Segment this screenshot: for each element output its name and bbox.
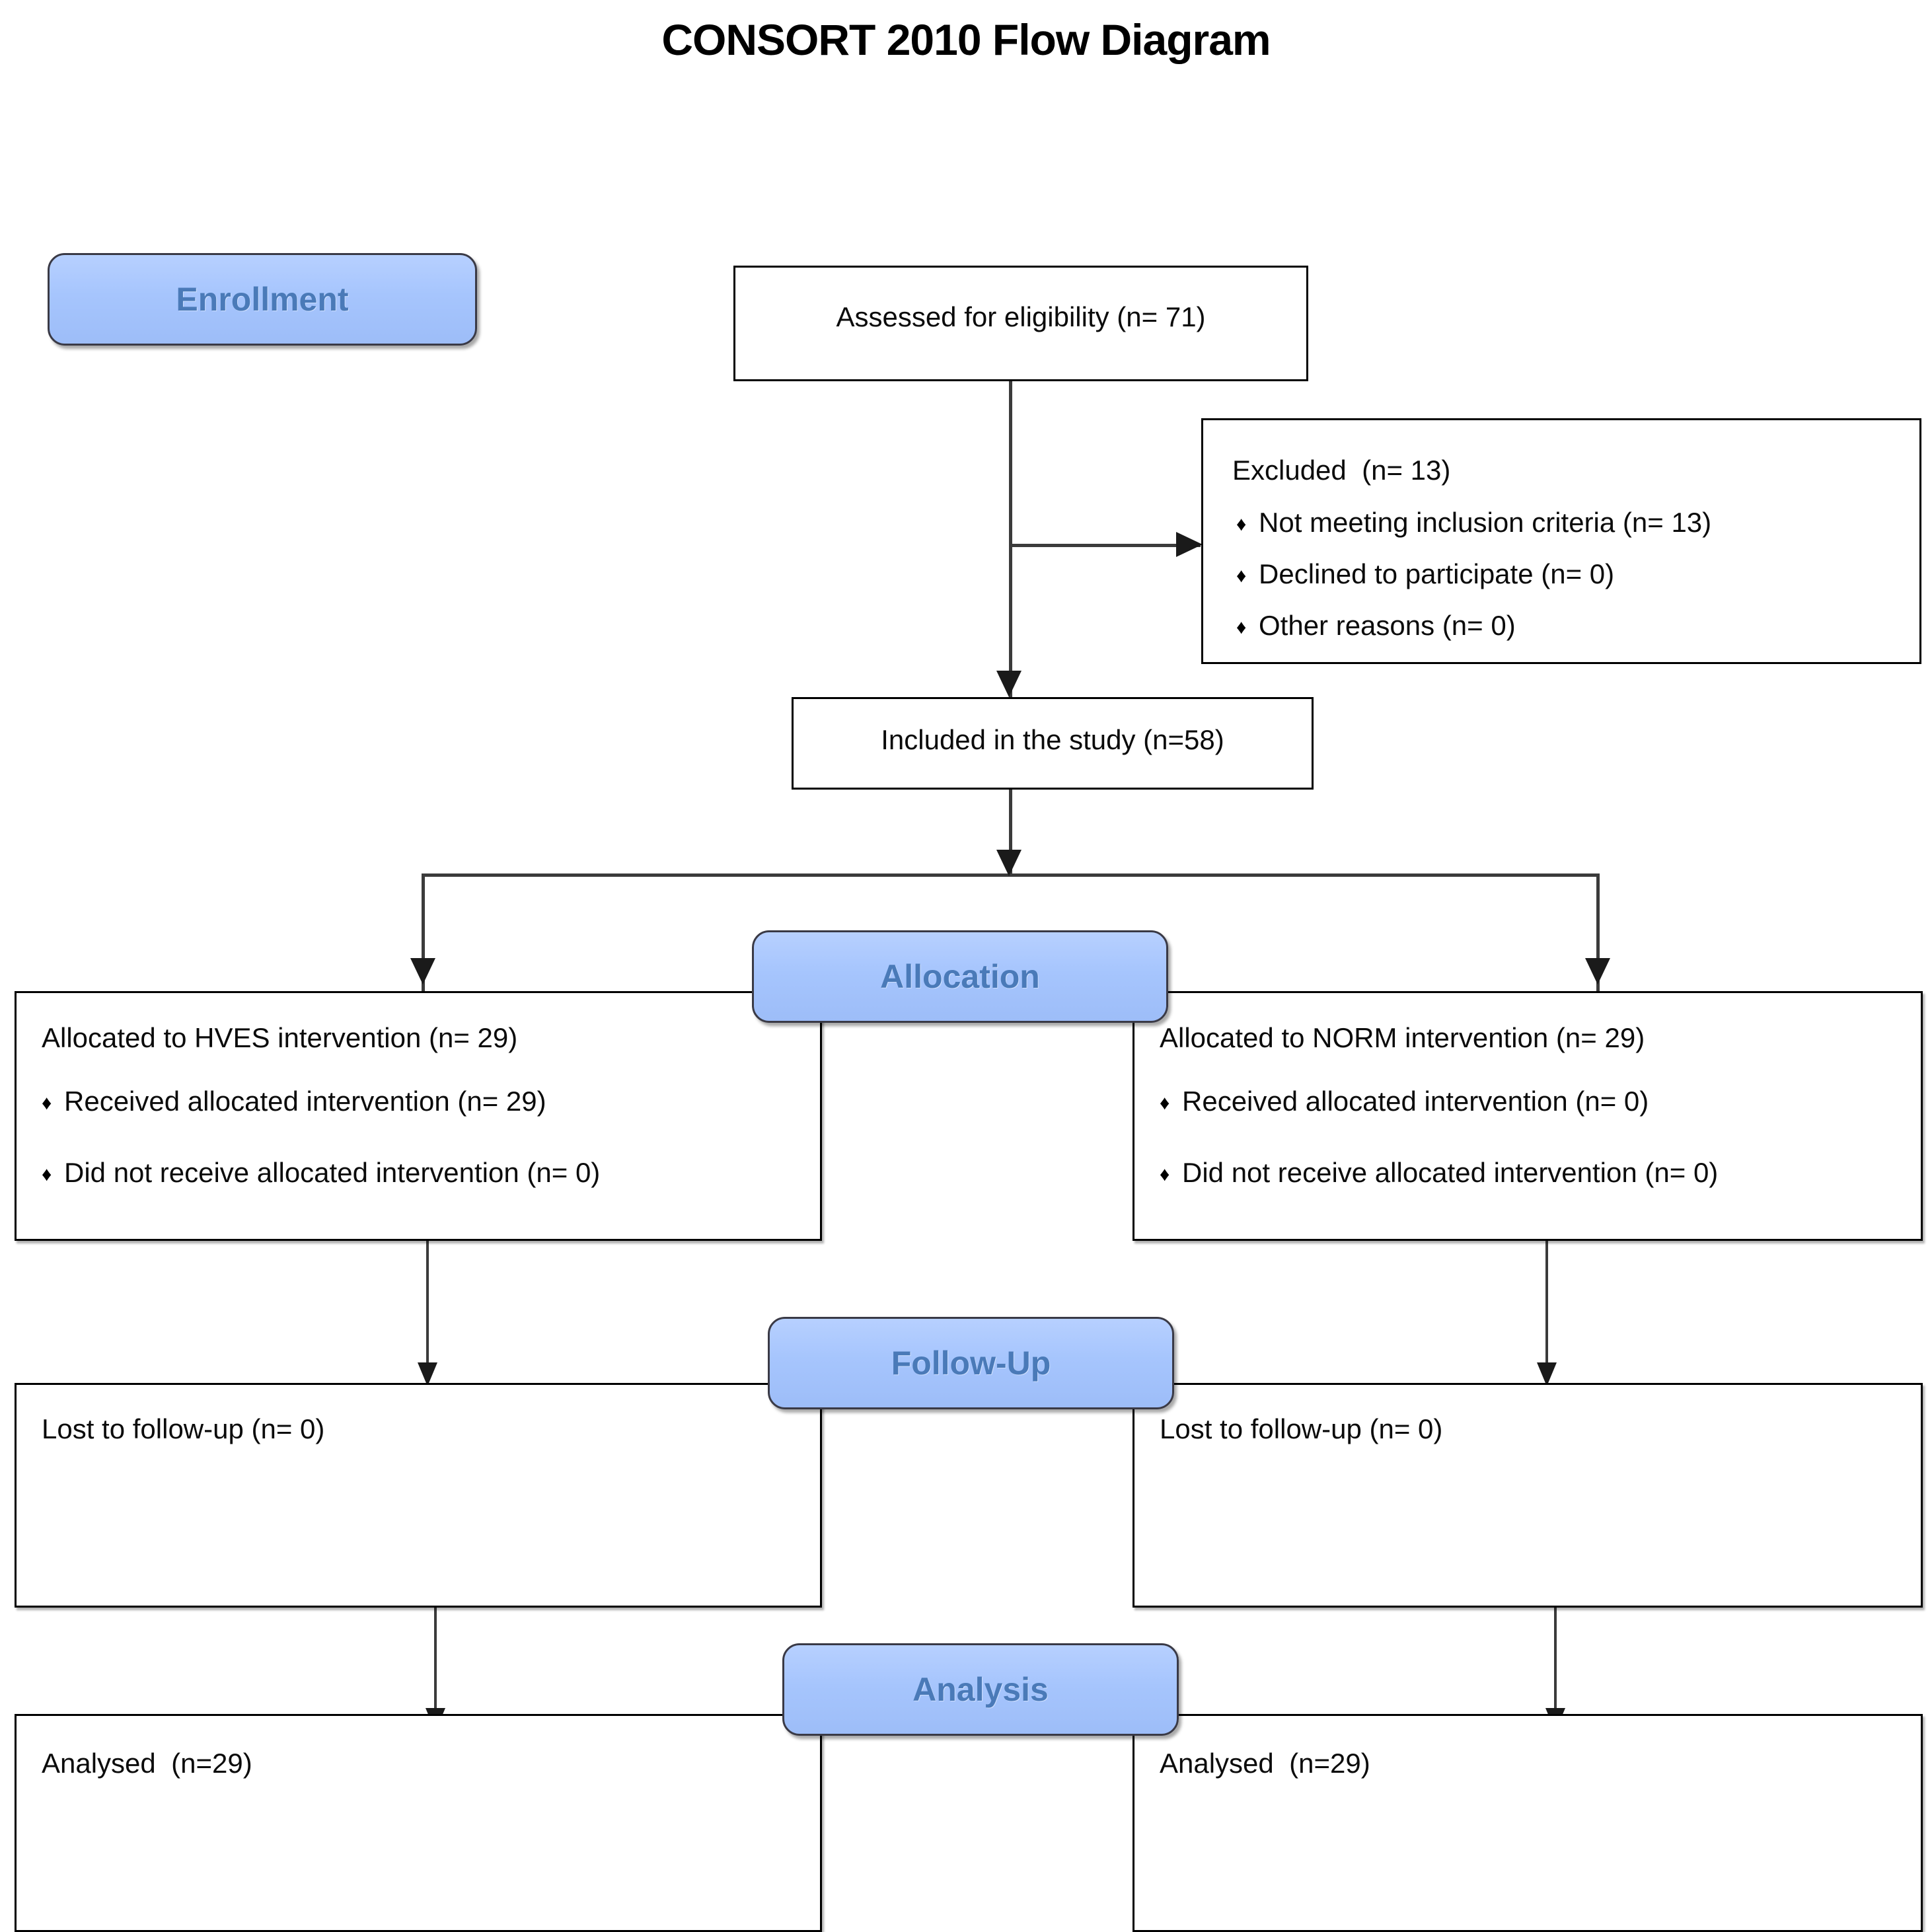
- connector-norm-followup-to-analysis: [1554, 1608, 1557, 1733]
- diamond-bullet-icon: ♦: [42, 1092, 52, 1114]
- diamond-bullet-icon: ♦: [1236, 616, 1247, 638]
- arrowhead-included-to-split: [996, 850, 1022, 876]
- stage-badge-followup: Follow-Up: [768, 1317, 1174, 1409]
- node-followup-norm: Lost to follow-up (n= 0): [1133, 1383, 1923, 1608]
- list-item: ♦ Not meeting inclusion criteria (n= 13): [1236, 507, 1711, 539]
- node-excluded: Excluded (n= 13) ♦ Not meeting inclusion…: [1201, 418, 1921, 664]
- list-item-label: Did not receive allocated intervention (…: [64, 1157, 601, 1188]
- list-item-label: Other reasons (n= 0): [1259, 610, 1516, 641]
- list-item: ♦ Received allocated intervention (n= 29…: [42, 1086, 600, 1117]
- stage-badge-enrollment: Enrollment: [48, 253, 477, 346]
- diamond-bullet-icon: ♦: [1160, 1164, 1170, 1185]
- arrowhead-to-excluded: [1176, 532, 1203, 557]
- node-allocated-norm-list: ♦ Received allocated intervention (n= 0)…: [1160, 1086, 1718, 1189]
- diamond-bullet-icon: ♦: [1160, 1092, 1170, 1114]
- node-followup-hves: Lost to follow-up (n= 0): [15, 1383, 822, 1608]
- node-analysed-hves: Analysed (n=29): [15, 1714, 822, 1932]
- stage-badge-allocation: Allocation: [752, 930, 1168, 1023]
- connector-to-excluded: [1009, 544, 1201, 547]
- node-analysed-norm-text: Analysed (n=29): [1160, 1748, 1370, 1779]
- connector-assessed-to-included: [1009, 381, 1012, 697]
- node-analysed-norm: Analysed (n=29): [1133, 1714, 1923, 1932]
- connector-hves-alloc-to-followup: [426, 1241, 429, 1386]
- list-item-label: Did not receive allocated intervention (…: [1182, 1157, 1719, 1188]
- stage-badge-followup-label: Follow-Up: [891, 1345, 1051, 1382]
- list-item: ♦ Declined to participate (n= 0): [1236, 558, 1711, 590]
- arrowhead-assessed-to-included: [996, 671, 1022, 697]
- node-included-text: Included in the study (n=58): [881, 724, 1224, 755]
- node-analysed-hves-text: Analysed (n=29): [42, 1748, 252, 1779]
- list-item-label: Declined to participate (n= 0): [1259, 558, 1615, 589]
- arrowhead-split-right: [1585, 958, 1610, 985]
- diamond-bullet-icon: ♦: [1236, 513, 1247, 535]
- stage-badge-analysis: Analysis: [782, 1643, 1179, 1736]
- arrowhead-split-left: [410, 958, 435, 985]
- list-item: ♦ Did not receive allocated intervention…: [1160, 1157, 1718, 1189]
- node-allocated-hves-list: ♦ Received allocated intervention (n= 29…: [42, 1086, 600, 1189]
- list-item-label: Not meeting inclusion criteria (n= 13): [1259, 507, 1712, 538]
- node-excluded-list: ♦ Not meeting inclusion criteria (n= 13)…: [1236, 507, 1711, 642]
- connector-included-to-split: [1009, 790, 1012, 877]
- arrowhead-norm-alloc-to-followup: [1537, 1362, 1557, 1386]
- connector-hves-followup-to-analysis: [434, 1608, 437, 1733]
- node-included-in-study: Included in the study (n=58): [792, 697, 1314, 790]
- node-followup-hves-text: Lost to follow-up (n= 0): [42, 1413, 325, 1444]
- list-item-label: Received allocated intervention (n= 29): [64, 1086, 546, 1117]
- connector-split-right: [1596, 873, 1600, 996]
- page-title: CONSORT 2010 Flow Diagram: [661, 15, 1271, 64]
- list-item: ♦ Did not receive allocated intervention…: [42, 1157, 600, 1189]
- node-allocated-hves-heading: Allocated to HVES intervention (n= 29): [42, 1022, 518, 1053]
- stage-badge-allocation-label: Allocation: [880, 958, 1040, 995]
- node-allocated-norm-heading: Allocated to NORM intervention (n= 29): [1160, 1022, 1645, 1053]
- list-item-label: Received allocated intervention (n= 0): [1182, 1086, 1649, 1117]
- node-allocated-hves: Allocated to HVES intervention (n= 29) ♦…: [15, 991, 822, 1241]
- node-excluded-heading: Excluded (n= 13): [1232, 455, 1451, 486]
- stage-badge-enrollment-label: Enrollment: [176, 281, 349, 318]
- node-followup-norm-text: Lost to follow-up (n= 0): [1160, 1413, 1443, 1444]
- diamond-bullet-icon: ♦: [42, 1164, 52, 1185]
- stage-badge-analysis-label: Analysis: [912, 1671, 1049, 1708]
- connector-split-left: [422, 873, 425, 996]
- diamond-bullet-icon: ♦: [1236, 565, 1247, 587]
- arrowhead-hves-alloc-to-followup: [418, 1362, 437, 1386]
- list-item: ♦ Other reasons (n= 0): [1236, 610, 1711, 642]
- list-item: ♦ Received allocated intervention (n= 0): [1160, 1086, 1718, 1117]
- connector-norm-alloc-to-followup: [1545, 1241, 1548, 1386]
- node-allocated-norm: Allocated to NORM intervention (n= 29) ♦…: [1133, 991, 1923, 1241]
- node-assessed-text: Assessed for eligibility (n= 71): [836, 301, 1206, 332]
- node-assessed-for-eligibility: Assessed for eligibility (n= 71): [733, 266, 1308, 381]
